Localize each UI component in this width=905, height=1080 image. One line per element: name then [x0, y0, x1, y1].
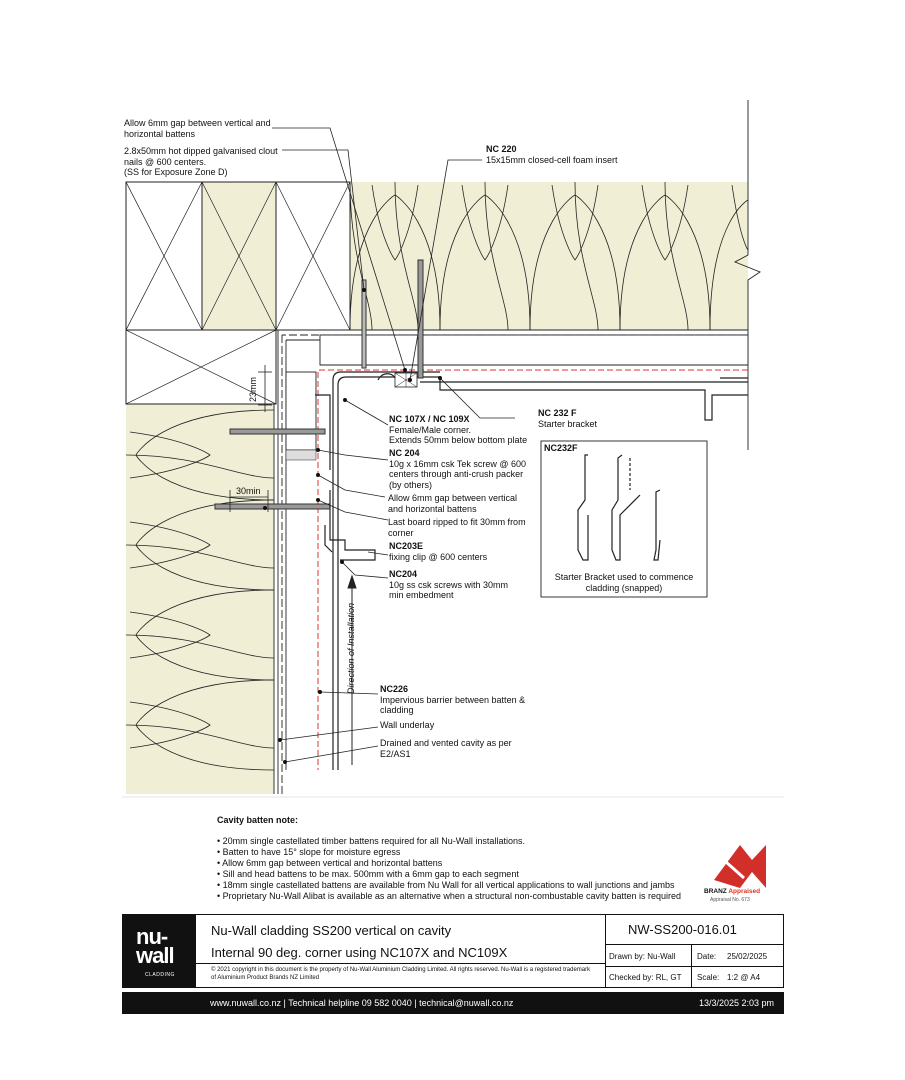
vertical-batten: [285, 371, 317, 451]
underlay-label: Wall underlay: [380, 720, 435, 730]
checked-by: Checked by: RL, GT: [609, 973, 682, 982]
top-insulation-pattern: [349, 181, 749, 331]
left-insulation-pattern: [125, 409, 275, 771]
direction-label: Direction of Installation: [346, 602, 356, 694]
copyright-text: © 2021 copyright in this document is the…: [211, 967, 591, 981]
timber-cross-lines: [125, 181, 351, 405]
date-value: 25/02/2025: [727, 952, 768, 961]
note-item: Batten to have 15° slope for moisture eg…: [217, 847, 681, 858]
scale-value: 1:2 @ A4: [727, 973, 761, 982]
footer-contact: www.nuwall.co.nz | Technical helpline 09…: [210, 998, 514, 1008]
date-label: Date:: [697, 952, 717, 961]
notes-list: 20mm single castellated timber battens r…: [217, 836, 681, 902]
cavity-batten-notes: Cavity batten note: 20mm single castella…: [217, 815, 681, 902]
dim-23-label: 23mm: [248, 376, 258, 402]
branz-logo-mark: [714, 845, 766, 888]
foam-hatch: [394, 372, 418, 388]
tb-divider: [691, 945, 692, 987]
break-line-right: [733, 100, 761, 450]
anti-crush-packer: [285, 449, 317, 461]
drawn-by: Drawn by: Nu-Wall: [609, 952, 676, 961]
left-insulation: [126, 404, 274, 794]
dim-30-label: 30min: [236, 486, 261, 496]
top-insulation: [350, 182, 748, 330]
branz-text: BRANZ Appraised: [704, 888, 761, 895]
note-item: 18mm single castellated battens are avai…: [217, 880, 681, 891]
logo-text-2: wall: [136, 943, 175, 968]
note-item: Allow 6mm gap between vertical and horiz…: [217, 858, 681, 869]
tb-divider: [195, 915, 196, 987]
dimension-lines: [229, 365, 272, 512]
inset-box: [540, 440, 708, 598]
logo-text-1: nu-: [136, 924, 168, 949]
starter-bracket-clip: [377, 373, 396, 381]
branz-appraised-badge: BRANZ Appraised Appraisal No. 673: [704, 842, 770, 904]
drawing-number: NW-SS200-016.01: [605, 915, 783, 945]
horizontal-batten: [319, 334, 749, 366]
note-item: Proprietary Nu-Wall Alibat is available …: [217, 891, 681, 902]
title-block: nu- wall CLADDING Nu-Wall cladding SS200…: [122, 914, 784, 988]
logo-subtext: CLADDING: [145, 972, 175, 978]
note-item: 20mm single castellated timber battens r…: [217, 836, 681, 847]
branz-appraisal-no: Appraisal No. 673: [710, 897, 750, 903]
leader-lines: [272, 127, 515, 763]
notes-title: Cavity batten note:: [217, 815, 299, 825]
footer-bar: www.nuwall.co.nz | Technical helpline 09…: [122, 992, 784, 1014]
leader-dots: [263, 288, 442, 764]
corner-profile: [332, 371, 748, 770]
scale-label: Scale:: [697, 973, 720, 982]
inset-bracket-profiles: [577, 454, 661, 561]
inset-code-label: NC232F: [544, 443, 578, 453]
tb-divider: [605, 966, 783, 967]
timber-framing: [125, 181, 351, 405]
note-item: Sill and head battens to be max. 500mm w…: [217, 869, 681, 880]
impervious-barrier: [317, 369, 748, 770]
cladding-clips: [315, 394, 376, 561]
drawing-subtitle: Internal 90 deg. corner using NC107X and…: [211, 945, 508, 960]
footer-timestamp: 13/3/2025 2:03 pm: [698, 998, 774, 1008]
direction-arrow: [347, 574, 357, 765]
nuwall-logo: nu- wall CLADDING: [123, 915, 195, 987]
drawing-title: Nu-Wall cladding SS200 vertical on cavit…: [211, 923, 452, 938]
tb-divider: [195, 963, 605, 964]
